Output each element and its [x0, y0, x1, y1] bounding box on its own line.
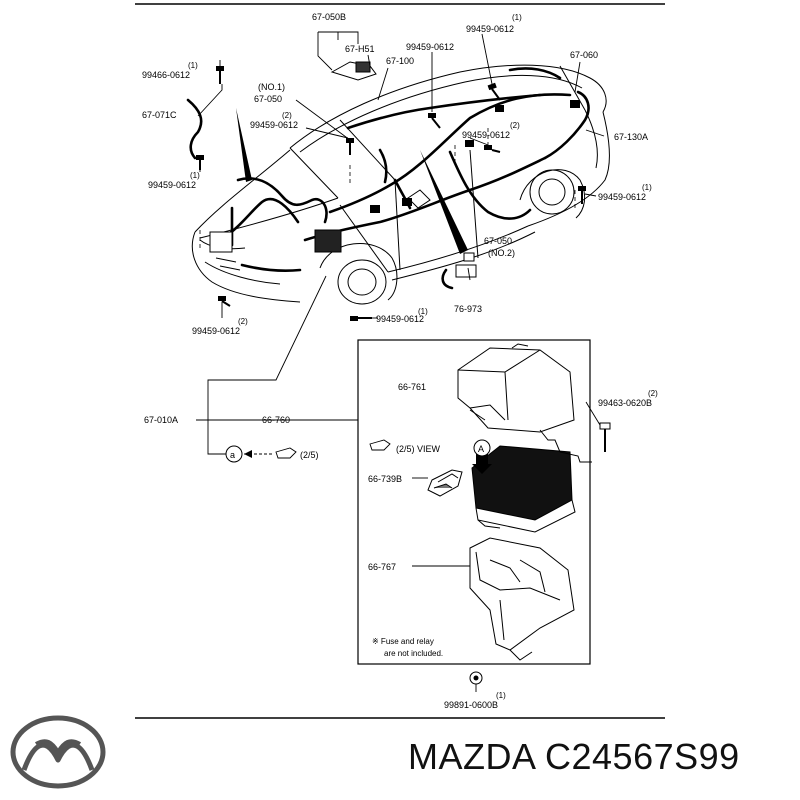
label-99459-mid: 99459-0612 [406, 42, 454, 52]
label-99459-top: 99459-0612 [466, 24, 514, 34]
leader-lines [196, 31, 605, 692]
label-99459-floor: 99459-0612 [376, 314, 424, 324]
label-66-761: 66-761 [398, 382, 426, 392]
pointer-hand-icon [275, 439, 391, 459]
label-67-050B: 67-050B [312, 12, 346, 22]
label-66-767: 66-767 [368, 562, 396, 572]
label-no2: (NO.2) [488, 248, 515, 258]
label-99459-left: 99459-0612 [250, 120, 298, 130]
label-67-050-no2: 67-050 [484, 236, 512, 246]
label-67-060: 67-060 [570, 50, 598, 60]
reference-a-marker [225, 445, 272, 463]
fuse-block [471, 429, 592, 533]
label-view-ref: (2/5) VIEW [396, 444, 441, 454]
label-67-100: 67-100 [386, 56, 414, 66]
bolt-99459-mid [428, 113, 441, 129]
label-99459-right-qty: (1) [642, 183, 652, 192]
bolt-99459-bottom [218, 296, 231, 307]
label-99459-top-qty: (1) [512, 13, 522, 22]
label-99459-center: 99459-0612 [462, 130, 510, 140]
mazda-logo [10, 715, 106, 789]
heavy-leaders [236, 108, 468, 254]
label-99463: 99463-0620B [598, 398, 652, 408]
label-67-010A: 67-010A [144, 415, 178, 425]
label-66-760: 66-760 [262, 415, 290, 425]
part-labels: 67-050B 67-H51 (1) 99459-0612 99459-0612… [142, 12, 658, 710]
label-99891-qty: (1) [496, 691, 506, 700]
washer-99891 [469, 671, 483, 685]
fuse-box-lower-case [469, 537, 575, 661]
label-99459-lowleft-qty: (1) [190, 171, 200, 180]
label-76-973: 76-973 [454, 304, 482, 314]
label-99891: 99891-0600B [444, 700, 498, 710]
label-99459-bottom-qty: (2) [238, 317, 248, 326]
note-line-1: ※ Fuse and relay [372, 637, 434, 646]
bolt-99459-floor [350, 316, 372, 321]
label-ref-25: (2/5) [300, 450, 319, 460]
bolt-99459-top [487, 82, 501, 101]
label-67-H51: 67-H51 [345, 44, 375, 54]
label-99459-lowleft: 99459-0612 [148, 180, 196, 190]
label-66-739B: 66-739B [368, 474, 402, 484]
label-99459-left-qty: (2) [282, 111, 292, 120]
bolt-99459-right [578, 186, 586, 204]
note-line-2: are not included. [384, 649, 443, 658]
view-a-circle [473, 439, 491, 457]
brand-part-number: MAZDA C24567S99 [408, 736, 740, 777]
bolt-99459-center [484, 145, 501, 153]
label-99466-qty: (1) [188, 61, 198, 70]
wiring-harness [186, 61, 590, 290]
label-67-130A: 67-130A [614, 132, 648, 142]
label-67-050: 67-050 [254, 94, 282, 104]
label-view-letter: A [478, 444, 484, 454]
bolt-99463 [599, 422, 611, 452]
label-99459-floor-qty: (1) [418, 307, 428, 316]
label-99466: 99466-0612 [142, 70, 190, 80]
label-no1: (NO.1) [258, 82, 285, 92]
label-99459-bottom: 99459-0612 [192, 326, 240, 336]
label-circle-a: a [230, 450, 235, 460]
fuse-box-cover [457, 343, 575, 433]
label-99463-qty: (2) [648, 389, 658, 398]
label-99459-center-qty: (2) [510, 121, 520, 130]
bolt-99459-left [346, 138, 354, 155]
label-99459-right: 99459-0612 [598, 192, 646, 202]
fuse-box-detail-frame [357, 339, 591, 665]
relay-puller [427, 469, 463, 497]
label-67-071C: 67-071C [142, 110, 177, 120]
